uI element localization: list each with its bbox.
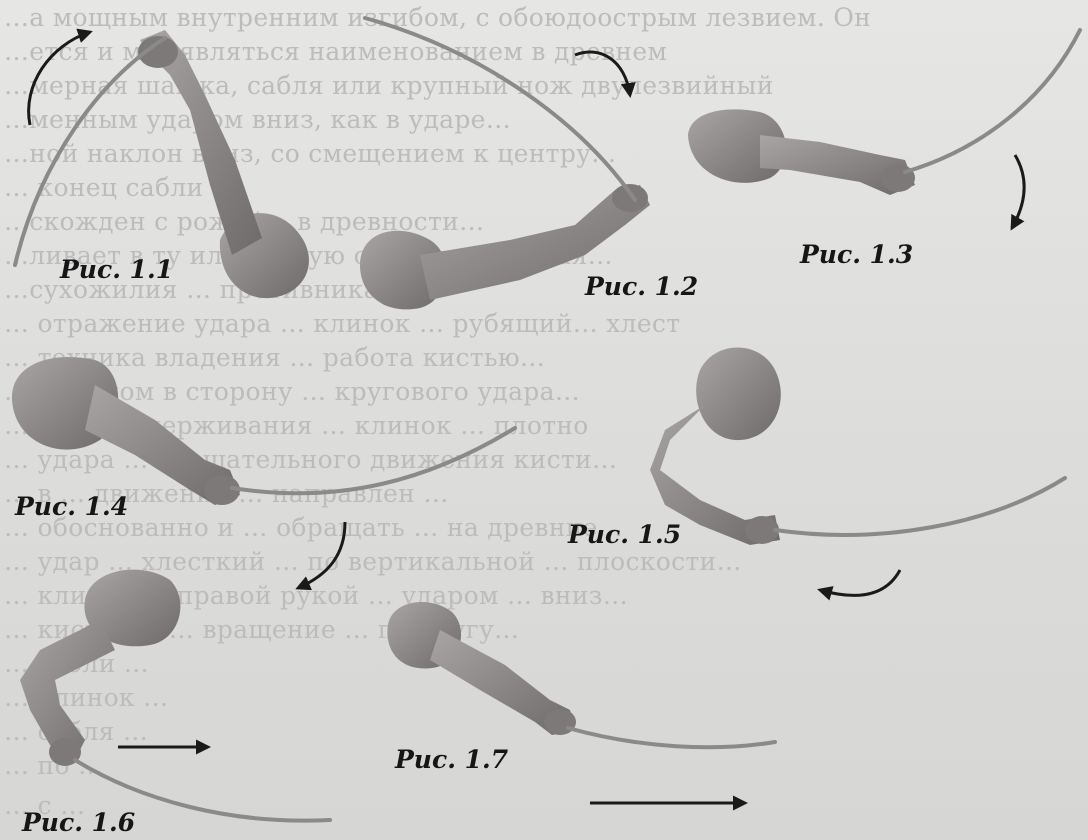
saber-blade (568, 728, 775, 747)
motion-arrow-icon (820, 570, 900, 595)
caption-fig-1-5: Рис. 1.5 (568, 520, 681, 549)
figure-1-6 (20, 570, 330, 821)
arm-illustration (688, 109, 915, 195)
motion-arrow-icon (298, 522, 345, 588)
caption-fig-1-3: Рис. 1.3 (800, 240, 913, 269)
saber-blade (232, 428, 515, 493)
saber-blade (775, 478, 1065, 535)
caption-fig-1-7: Рис. 1.7 (395, 745, 508, 774)
caption-fig-1-6: Рис. 1.6 (22, 808, 135, 837)
arm-illustration (387, 602, 576, 735)
caption-fig-1-4: Рис. 1.4 (15, 492, 128, 521)
caption-fig-1-1: Рис. 1.1 (60, 255, 173, 284)
arm-illustration (650, 348, 781, 546)
arm-illustration (20, 570, 180, 766)
motion-arrow-icon (29, 32, 90, 125)
saber-blade (905, 30, 1080, 172)
figure-1-4 (12, 357, 515, 588)
motion-arrow-icon (575, 52, 630, 95)
arm-illustration (12, 357, 240, 505)
figure-1-3 (688, 30, 1080, 228)
motion-arrow-icon (1012, 155, 1024, 228)
saber-blade (365, 18, 635, 200)
figure-1-5 (650, 348, 1065, 596)
saber-blade (15, 38, 165, 265)
caption-fig-1-2: Рис. 1.2 (585, 272, 698, 301)
figure-1-2 (360, 18, 650, 309)
